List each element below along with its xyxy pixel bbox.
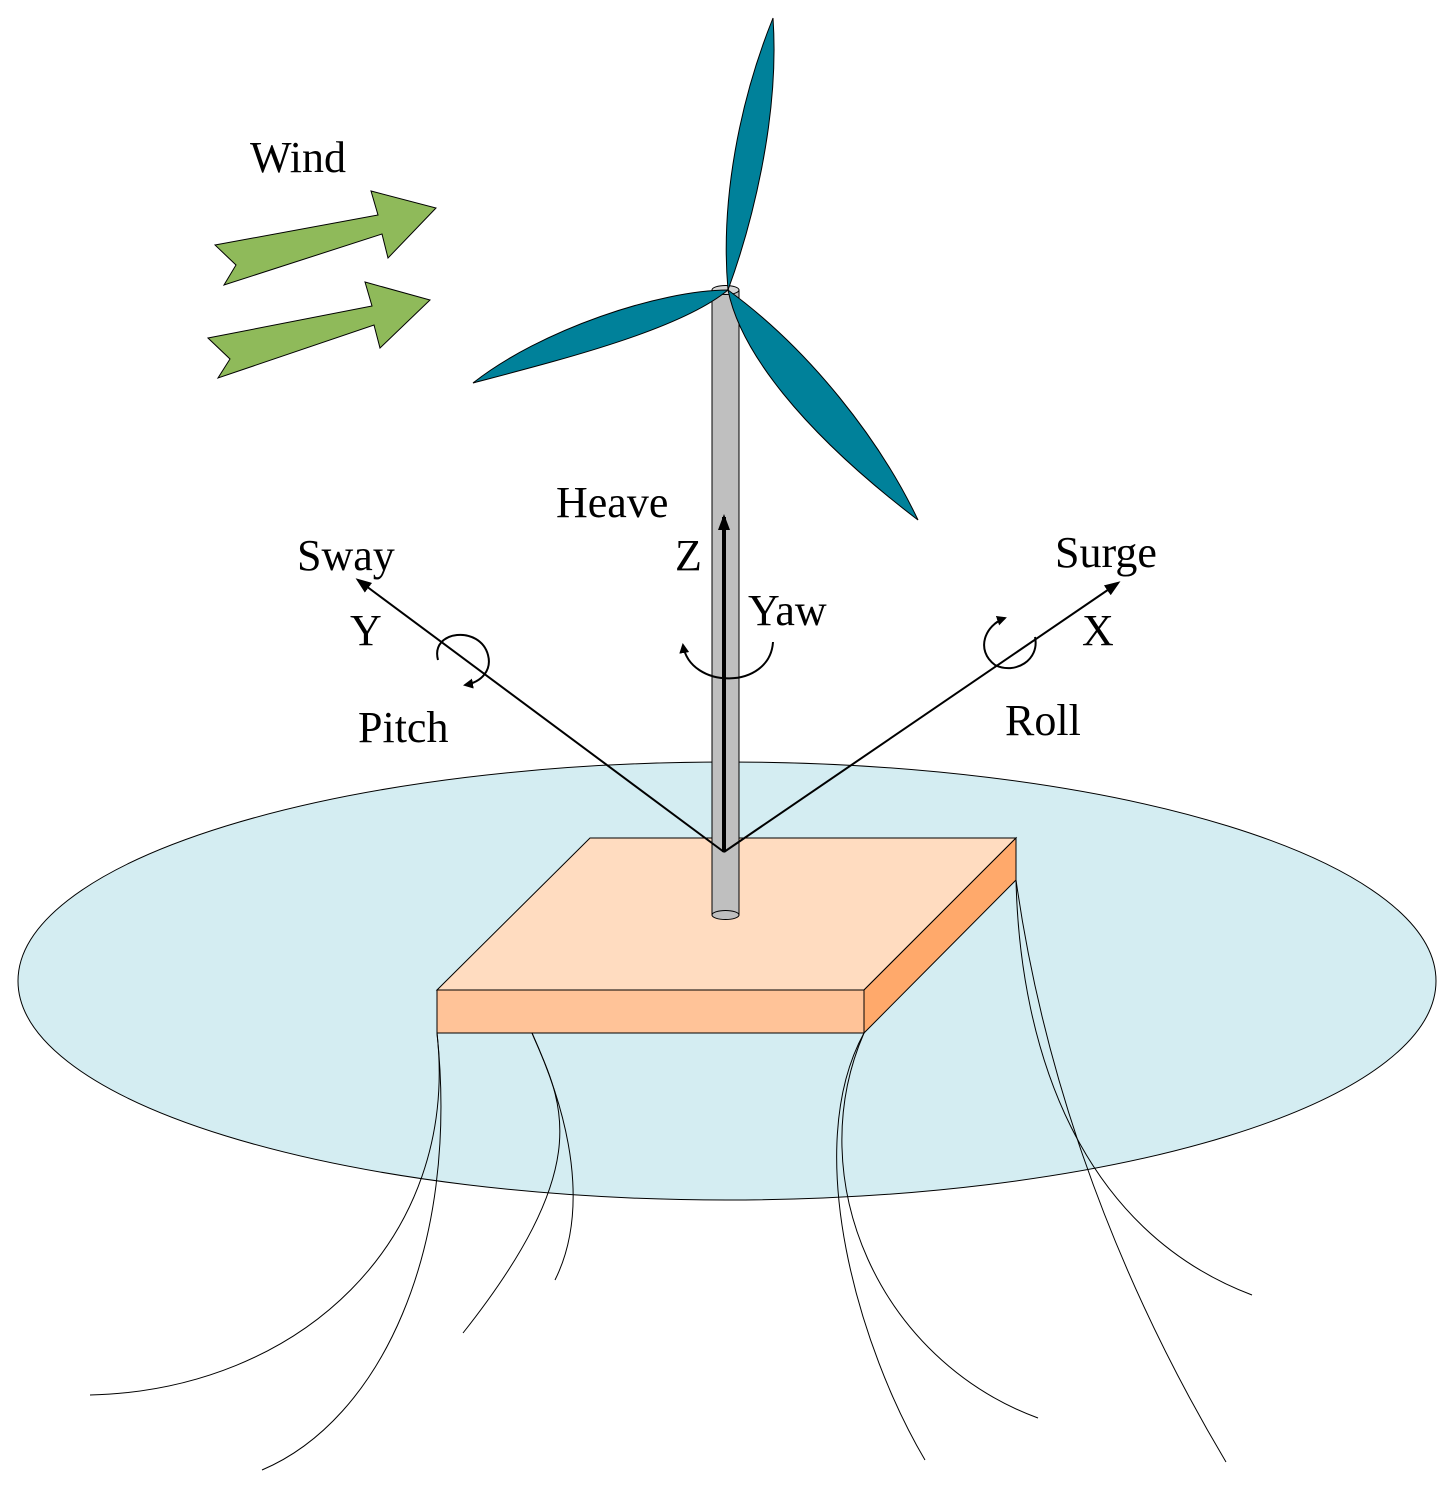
wind-arrow xyxy=(206,281,431,379)
x-axis-label: X xyxy=(1082,606,1114,655)
x-axis-arrow xyxy=(723,581,1121,853)
mooring-line xyxy=(841,1032,1039,1419)
surge-label: Surge xyxy=(1055,528,1157,577)
mooring-line xyxy=(836,1032,926,1461)
mooring-line xyxy=(1015,879,1253,1296)
mooring-line xyxy=(89,1032,440,1396)
wind-arrows xyxy=(206,190,437,379)
blade-left xyxy=(472,289,730,384)
sway-label: Sway xyxy=(297,531,395,580)
roll-label: Roll xyxy=(1005,696,1081,745)
yaw-rotation-icon xyxy=(679,641,774,680)
y-axis-label: Y xyxy=(350,606,382,655)
blade-top xyxy=(725,17,775,291)
blade-right xyxy=(727,288,919,521)
yaw-label: Yaw xyxy=(748,586,827,635)
wind-label: Wind xyxy=(250,133,346,182)
mooring-line xyxy=(531,1032,574,1281)
pitch-label: Pitch xyxy=(358,703,448,752)
platform-side xyxy=(863,836,1017,1035)
wind-arrow xyxy=(213,190,437,286)
z-axis-label: Z xyxy=(675,531,702,580)
heave-label: Heave xyxy=(556,478,668,527)
platform-front xyxy=(436,989,865,1034)
rotation-arcs xyxy=(436,615,1037,689)
pitch-rotation-icon xyxy=(436,633,490,689)
roll-rotation-icon xyxy=(983,615,1037,670)
mooring-lines xyxy=(89,879,1253,1471)
mooring-line xyxy=(1015,879,1227,1463)
y-axis-arrow xyxy=(355,578,725,853)
rotor-blades xyxy=(472,17,919,521)
motion-axes xyxy=(355,514,1121,853)
mooring-line xyxy=(261,1032,442,1471)
